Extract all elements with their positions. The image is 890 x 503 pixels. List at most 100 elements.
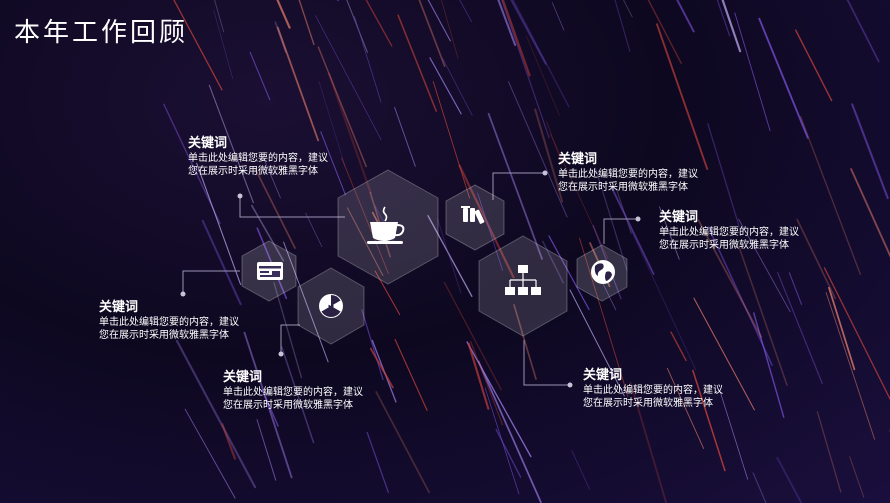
light-streak [418,0,446,67]
light-streak [365,0,393,47]
light-streak [629,381,667,503]
light-streak [571,450,591,490]
light-streak [734,12,771,132]
light-streak [487,112,543,260]
light-streak [374,270,401,316]
keyword-line-2: 您在展示时采用微软雅黑字体 [558,182,688,193]
light-streak [697,219,763,338]
light-streak [851,103,889,199]
light-streak [477,360,542,503]
keyword-line-2: 您在展示时采用微软雅黑字体 [223,400,353,411]
light-streak [628,225,697,371]
light-streak [546,121,563,164]
hexagons [241,169,628,345]
light-streak [707,122,740,227]
light-streak [262,155,281,199]
light-streak [548,235,590,311]
light-streak [315,15,382,141]
light-streak [825,292,876,440]
keyword-heading: 关键词 [188,136,228,151]
connector-card [182,270,240,294]
light-streak [495,428,522,478]
light-streak [201,219,242,306]
light-streak [828,286,856,371]
keyword-heading: 关键词 [223,370,263,385]
keyword-block-1: 关键词 单击此处编辑您要的内容，建议 您在展示时采用微软雅黑字体 [188,136,328,178]
light-streak [823,267,890,401]
light-streak [534,108,564,203]
keyword-block-6: 关键词 单击此处编辑您要的内容，建议 您在展示时采用微软雅黑字体 [583,368,723,410]
connector-tubes [492,172,545,200]
keyword-line-2: 您在展示时采用微软雅黑字体 [99,330,229,341]
light-streak [510,0,547,65]
light-streak [467,342,490,410]
light-streak [173,0,223,91]
light-streak [666,367,705,449]
light-streak [175,339,257,489]
light-streak [622,0,633,18]
keyword-line-1: 单击此处编辑您要的内容，建议 [223,387,363,398]
light-streak [346,207,384,276]
light-streak [614,0,631,52]
light-streak [659,206,680,260]
light-streak [758,17,809,139]
org-chart-icon [505,265,541,295]
light-streak [320,131,346,196]
light-streak [243,331,293,479]
light-streak [214,0,225,33]
light-streak [466,341,532,458]
light-streak [850,168,890,258]
light-streak [163,103,221,224]
light-streak [477,192,504,271]
connector-lines [182,172,638,386]
light-streak [551,2,565,31]
light-streak [796,218,837,300]
light-streak [497,0,517,46]
light-streak [849,456,865,498]
light-streak [283,241,329,363]
keyword-block-2: 关键词 单击此处编辑您要的内容，建议 您在展示时采用微软雅黑字体 [99,300,239,342]
light-streak [609,184,655,275]
light-streak [369,347,394,389]
keyword-line-1: 单击此处编辑您要的内容，建议 [558,169,698,180]
light-streak [676,0,695,33]
light-streak [693,297,755,411]
connector-globe [603,218,638,244]
light-streak [484,387,520,495]
light-streak [341,157,389,275]
globe-icon [591,260,615,284]
light-streak [569,289,625,397]
light-streak [327,72,372,194]
keyword-block-3: 关键词 单击此处编辑您要的内容，建议 您在展示时采用微软雅黑字体 [223,370,363,412]
light-streak [513,304,537,380]
light-streak [525,35,560,116]
light-streak [738,245,788,386]
light-streak [437,218,462,294]
light-streak [249,51,271,101]
light-streak [579,237,629,397]
light-streak [196,162,242,285]
light-streak [221,423,237,460]
light-streak [427,215,473,297]
light-streak [501,0,531,77]
light-streak [394,106,416,167]
light-streak [512,0,570,108]
light-streak [501,0,550,139]
light-streak [276,26,320,142]
light-streak [846,0,880,63]
connector-coffee [239,196,345,218]
light-streak [213,9,234,79]
keyword-line-2: 您在展示时采用微软雅黑字体 [659,240,789,251]
light-streak [208,84,254,204]
light-streak [366,431,389,493]
light-streak [432,81,470,199]
keyword-block-5: 关键词 单击此处编辑您要的内容，建议 您在展示时采用微软雅黑字体 [659,210,799,252]
coffee-cup-icon [367,206,405,244]
light-streak [776,456,803,503]
keyword-line-1: 单击此处编辑您要的内容，建议 [99,317,239,328]
keyword-heading: 关键词 [659,210,699,225]
light-streak [795,29,833,102]
